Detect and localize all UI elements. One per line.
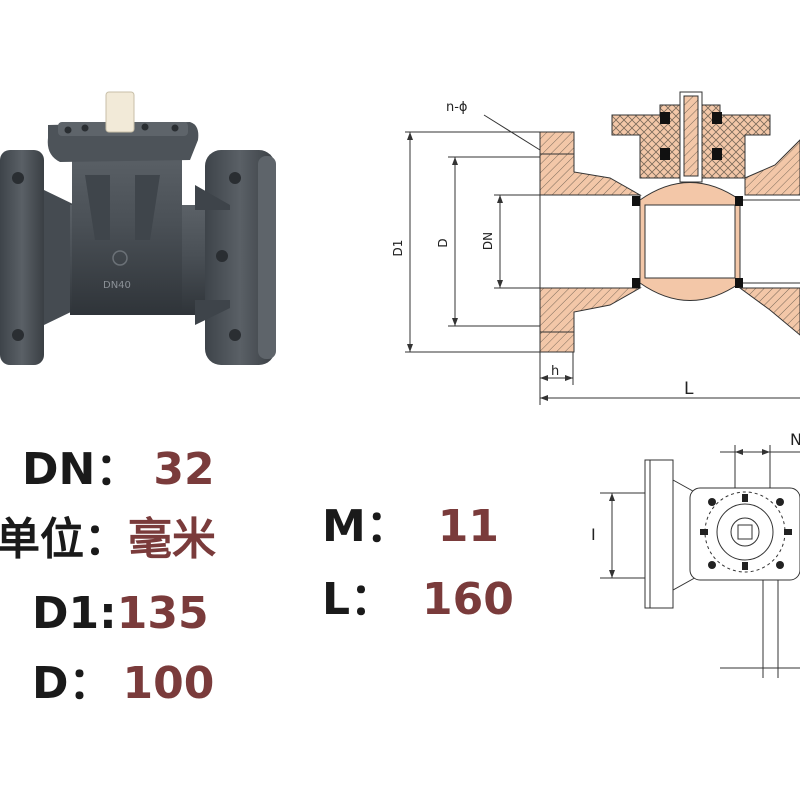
label-h: h <box>551 364 559 379</box>
spec-unit-value: 毫米 <box>128 514 216 565</box>
spec-d-value: 100 <box>122 658 215 709</box>
valve-stem <box>105 91 135 133</box>
spec-unit-key: 单位： <box>0 514 128 565</box>
label-i: I <box>591 525 596 544</box>
label-dn: DN <box>481 232 495 250</box>
label-d1: D1 <box>391 240 405 257</box>
spec-m-value: 11 <box>437 501 500 552</box>
spec-unit: 单位：毫米 <box>0 518 216 562</box>
spec-dn-key: DN： <box>22 444 140 495</box>
spec-d1: D1:135 <box>32 592 209 636</box>
spec-dn-value: 32 <box>153 444 215 495</box>
spec-m: M：11 <box>322 505 499 549</box>
spec-dn: DN：32 <box>22 448 215 492</box>
spec-l-key: L： <box>322 574 395 625</box>
body-marking: DN40 <box>103 280 131 291</box>
label-n-phi: n-ϕ <box>446 100 468 115</box>
spec-l-value: 160 <box>422 574 514 625</box>
spec-m-key: M： <box>322 501 410 552</box>
left-flange <box>0 150 44 365</box>
spec-d: D：100 <box>32 662 214 706</box>
spec-d-key: D： <box>32 658 113 709</box>
label-l: L <box>684 379 694 399</box>
spec-d1-key: D1: <box>32 588 117 639</box>
spec-d1-value: 135 <box>116 588 209 639</box>
spec-l: L：160 <box>322 578 514 622</box>
label-d: D <box>436 238 450 247</box>
label-n: N <box>790 430 800 449</box>
